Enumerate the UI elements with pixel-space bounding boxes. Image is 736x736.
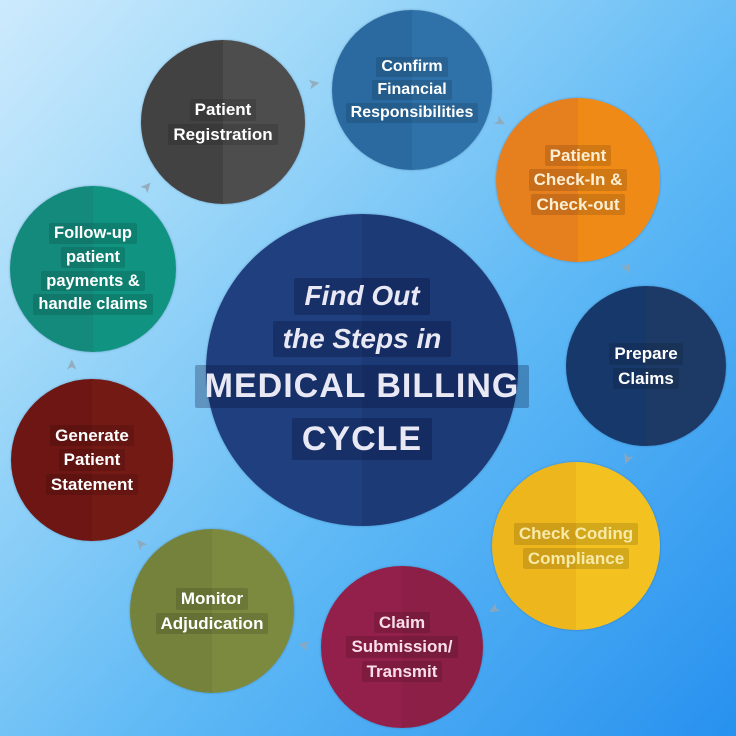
step-label-line: patient: [60, 246, 126, 268]
flow-arrow-icon: ➤: [296, 635, 312, 656]
flow-arrow-icon: ➤: [135, 175, 158, 198]
step-label-line: payments &: [41, 270, 145, 292]
step-label-line: Responsibilities: [345, 103, 479, 123]
step-label-line: Confirm: [376, 57, 448, 77]
flow-arrow-icon: ➤: [616, 258, 639, 277]
step-label-line: Statement: [45, 473, 139, 495]
step-label-line: Patient: [189, 99, 257, 121]
step-label-line: Patient: [58, 449, 126, 471]
step-label-line: Check-out: [531, 193, 625, 215]
step-label-line: Claim: [373, 612, 431, 634]
step-label-line: Compliance: [522, 547, 630, 569]
step-label-line: Follow-up: [49, 223, 137, 244]
center-title-line1: Find Out: [294, 277, 430, 315]
flow-arrow-icon: ➤: [306, 73, 322, 94]
step-label-line: Check-In &: [528, 169, 628, 191]
step-label-line: Prepare: [609, 343, 683, 365]
flow-arrow-icon: ➤: [129, 533, 152, 555]
step-label-line: Registration: [168, 123, 278, 145]
step-label-line: handle claims: [33, 294, 153, 315]
step-label-line: Patient: [544, 145, 612, 167]
step-label-line: Generate: [50, 425, 134, 447]
flow-arrow-icon: ➤: [484, 598, 505, 621]
step-label-line: Submission/: [346, 636, 458, 658]
step-label-line: Check Coding: [513, 523, 639, 545]
center-circle-medical-billing-cycle: Find Out the Steps in MEDICAL BILLING CY…: [194, 214, 530, 526]
flow-arrow-icon: ➤: [62, 358, 81, 372]
center-title-line3: MEDICAL BILLING: [194, 365, 530, 408]
step-label-line: Claims: [613, 367, 679, 389]
step-label-line: Financial: [372, 80, 452, 100]
step-label-line: Transmit: [361, 660, 443, 682]
center-title-line2: the Steps in: [272, 320, 452, 358]
center-title-line4: CYCLE: [291, 417, 433, 461]
step-label-line: Monitor: [175, 588, 249, 610]
flow-arrow-icon: ➤: [490, 110, 511, 133]
flow-arrow-icon: ➤: [616, 450, 639, 469]
step-label-line: Adjudication: [155, 612, 269, 634]
